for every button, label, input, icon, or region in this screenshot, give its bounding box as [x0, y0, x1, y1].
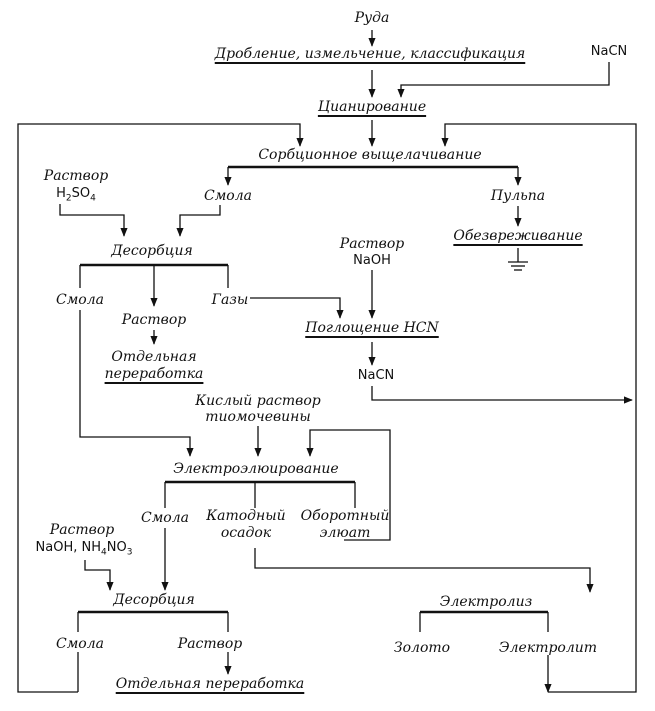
node-drobl: Дробление, измельчение, классификация	[214, 46, 526, 62]
node-oborot-2: элюат	[319, 525, 371, 541]
node-smola-2: Смола	[55, 292, 105, 308]
node-rastvor-h2so4-2: H2SO4	[56, 186, 96, 204]
node-katod-2: осадок	[220, 525, 272, 541]
arrow-nacn-cian	[397, 62, 610, 98]
node-rastvor-1: Раствор	[121, 312, 187, 328]
node-rastvor-naoh-2: NaOH	[353, 253, 391, 268]
node-kisl-1: Кислый раствор	[195, 393, 321, 409]
node-rastvor-h2so4-1: Раствор	[43, 168, 109, 184]
node-elektroliz: Электролиз	[439, 594, 533, 610]
arrow-gazy-pogl	[250, 297, 344, 319]
arrow-smola-desorb	[176, 205, 221, 237]
arrow-oborot-loop	[306, 429, 391, 541]
arrow-h2so4-desorb	[59, 204, 128, 237]
node-kisl-2: тиомочевины	[205, 409, 311, 425]
node-elektroel: Электроэлюирование	[173, 461, 339, 477]
node-oborot-1: Оборотный	[300, 508, 390, 524]
node-obezvr: Обезвреживание	[453, 228, 583, 244]
node-smola-3: Смола	[140, 510, 190, 526]
node-zoloto: Золото	[393, 640, 451, 656]
node-desorb-1: Десорбция	[111, 243, 193, 259]
node-smola-1: Смола	[203, 188, 253, 204]
node-desorb-2: Десорбция	[113, 592, 195, 608]
arrow-smola2-elektroel	[79, 310, 194, 457]
node-nacn-out: NaCN	[357, 368, 395, 383]
arrow-nh4no3-desorb2	[84, 560, 114, 591]
arrow-katod-elektroliz	[254, 548, 594, 593]
node-smola-4: Смола	[55, 636, 105, 652]
node-rastvor-nh-1: Раствор	[49, 522, 115, 538]
node-ruda: Руда	[354, 10, 390, 26]
node-pulpa: Пульпа	[490, 188, 546, 204]
node-rastvor-nh-2: NaOH, NH4NO3	[35, 540, 133, 558]
node-gazy: Газы	[211, 292, 249, 308]
recycle-left-loop	[17, 123, 304, 693]
node-otd2: Отдельная переработка	[115, 676, 305, 692]
node-katod-1: Катодный	[206, 508, 286, 524]
node-elektrolit: Электролит	[498, 640, 598, 656]
node-nacn-in: NaCN	[590, 44, 628, 59]
node-cian: Цианирование	[317, 99, 427, 115]
node-otd1-1: Отдельная	[111, 349, 197, 365]
node-sorb: Сорбционное выщелачивание	[258, 147, 482, 163]
node-pogl: Поглощение HCN	[305, 320, 439, 336]
arrow-nacn-loop	[371, 386, 633, 404]
recycle-right-loop	[441, 123, 637, 693]
node-rastvor-naoh-1: Раствор	[339, 236, 405, 252]
node-rastvor-2: Раствор	[177, 636, 243, 652]
node-otd1-2: переработка	[104, 366, 204, 382]
